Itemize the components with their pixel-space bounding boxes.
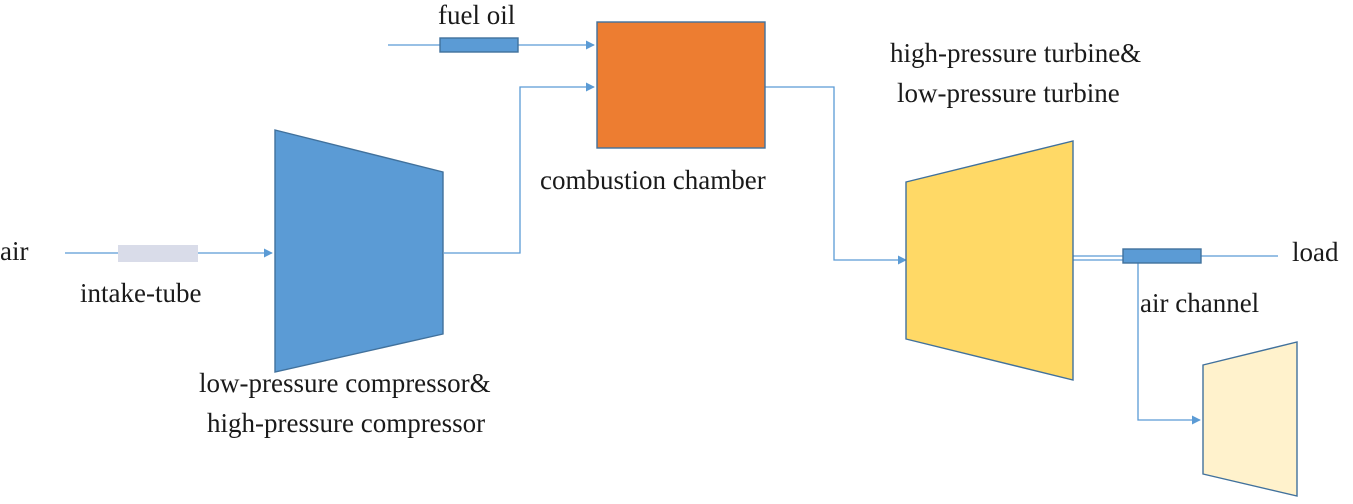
label-load: load — [1292, 237, 1339, 267]
fuel-pipe-shape — [439, 37, 519, 53]
combustion-chamber-shape — [596, 21, 766, 149]
label-intake-tube: intake-tube — [80, 278, 201, 308]
exhaust-shape — [1202, 341, 1298, 497]
air-channel-arrow — [1137, 262, 1201, 425]
label-air-channel: air channel — [1140, 288, 1259, 318]
label-fuel-oil: fuel oil — [438, 0, 515, 30]
load-shaft-shape — [1122, 248, 1202, 264]
label-air: air — [0, 236, 28, 266]
label-turbine-line2: low-pressure turbine — [897, 78, 1120, 108]
compressor-shape — [274, 129, 444, 373]
label-combustion-chamber: combustion chamber — [540, 165, 766, 195]
intake-tube-shape — [118, 245, 198, 262]
label-compressor-line1: low-pressure compressor& — [199, 368, 491, 398]
compressor-to-chamber-arrow — [444, 82, 595, 254]
label-compressor-line2: high-pressure compressor — [207, 408, 485, 438]
turbine-shape — [905, 140, 1074, 381]
label-turbine-line1: high-pressure turbine& — [890, 38, 1141, 68]
chamber-to-turbine-arrow — [765, 86, 907, 265]
